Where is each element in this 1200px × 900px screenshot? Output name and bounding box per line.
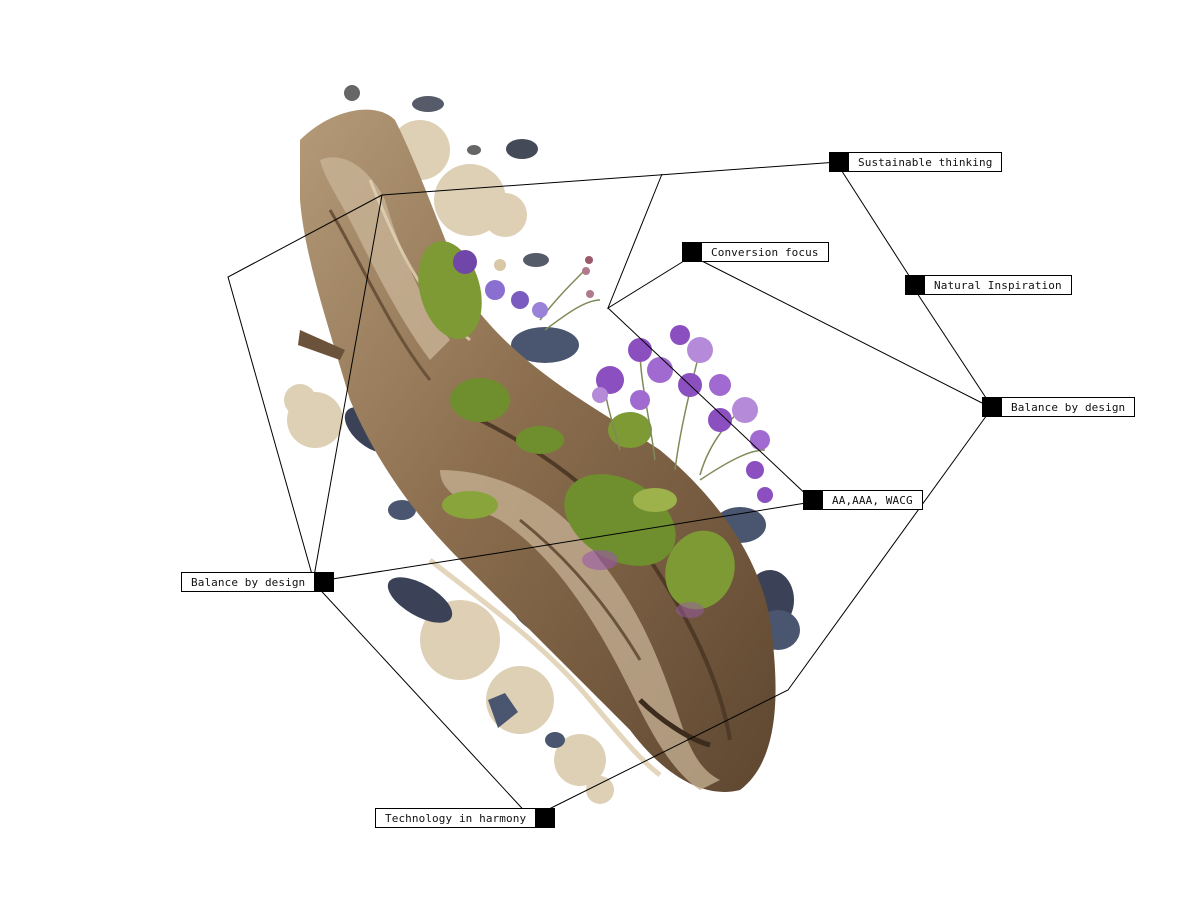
node-label: Balance by design — [181, 572, 315, 592]
node-conversion-focus: Conversion focus — [682, 242, 829, 262]
node-accessibility: AA,AAA, WACG — [803, 490, 923, 510]
node-natural-inspiration: Natural Inspiration — [905, 275, 1072, 295]
node-marker — [314, 572, 335, 592]
node-marker — [682, 242, 702, 262]
node-marker — [905, 275, 925, 295]
node-technology-in-harmony: Technology in harmony — [375, 808, 556, 828]
node-marker — [535, 808, 556, 828]
node-marker — [829, 152, 849, 172]
node-label: Technology in harmony — [375, 808, 536, 828]
node-sustainable-thinking: Sustainable thinking — [829, 152, 1003, 172]
node-label: AA,AAA, WACG — [823, 490, 923, 510]
node-marker — [803, 490, 823, 510]
node-balance-by-design-right: Balance by design — [982, 397, 1136, 417]
node-label: Balance by design — [1002, 397, 1136, 417]
node-label: Conversion focus — [702, 242, 829, 262]
node-label: Sustainable thinking — [849, 152, 1003, 172]
node-marker — [982, 397, 1002, 417]
node-label: Natural Inspiration — [925, 275, 1072, 295]
node-balance-by-design-left: Balance by design — [181, 572, 335, 592]
